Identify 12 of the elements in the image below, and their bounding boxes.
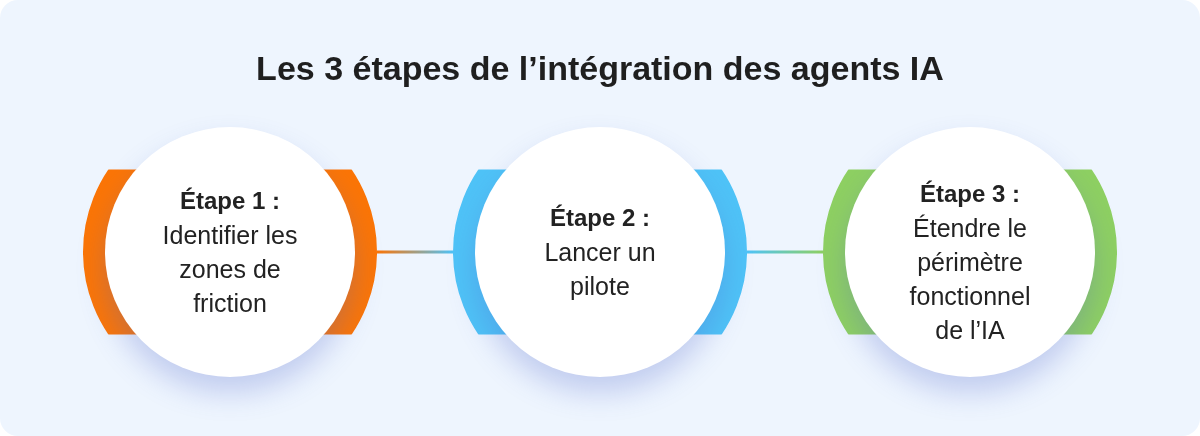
diagram-title: Les 3 étapes de l’intégration des agents IA bbox=[255, 48, 945, 89]
step-circle bbox=[823, 127, 1117, 377]
step-description: Lancer un pilote bbox=[543, 237, 657, 302]
step-heading: Étape 1 : bbox=[179, 186, 281, 216]
step-heading: Étape 2 : bbox=[549, 203, 651, 233]
step-description: Identifier les zones de friction bbox=[161, 220, 299, 319]
connector-line bbox=[377, 250, 453, 254]
step-description: Étendre le périmètre fonctionnel de l’IA bbox=[908, 213, 1032, 346]
step-circle bbox=[453, 127, 747, 377]
step-heading: Étape 3 : bbox=[919, 179, 1021, 209]
step-circle bbox=[83, 127, 377, 377]
connector-line bbox=[747, 250, 823, 254]
